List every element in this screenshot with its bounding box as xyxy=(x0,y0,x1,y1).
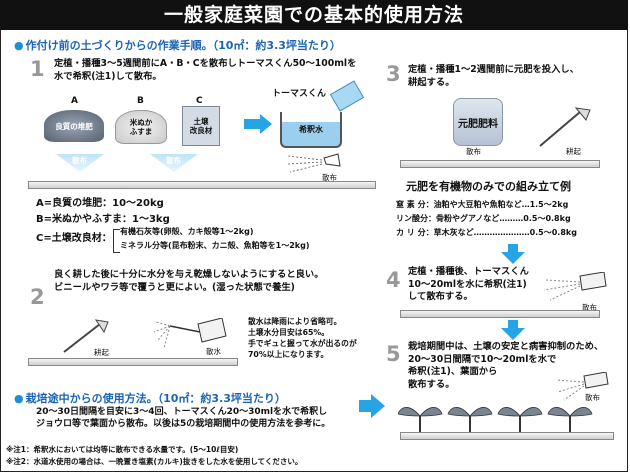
label-b: B xyxy=(137,96,144,106)
label-c: C xyxy=(196,96,203,106)
organic-p: リン酸分：骨粉やグアノなど………0.5〜0.8kg xyxy=(396,214,571,223)
soil-improver-label: 土壌 改良材 xyxy=(189,117,213,135)
scatter-label-2: 散布 xyxy=(166,156,181,165)
scatter-label-4: 散布 xyxy=(466,147,481,156)
arrow-down-1-stem xyxy=(508,244,518,252)
section-heading-preparation: ●作付け前の土づくりからの作業手順。（10㎡：約3.3坪当たり） xyxy=(14,37,341,53)
hoe-icon-2 xyxy=(539,107,591,147)
step-number-1: 1 xyxy=(30,57,45,81)
arrow-right-2-icon xyxy=(371,394,385,418)
compost-label: 良質の堆肥 xyxy=(55,121,93,131)
step-1-text: 定植・播種3〜5週間前にA・B・Cを散布しトーマスくん50〜100mlを 水で希… xyxy=(54,58,357,82)
arrow-down-1-icon xyxy=(501,252,525,264)
arrow-down-2-icon xyxy=(501,328,525,340)
tomas-label: トーマスくん xyxy=(272,89,327,99)
water-label: 散水 xyxy=(206,347,221,356)
step-4-text: 定植・播種後、トーマスくん 10〜20mlを水に希釈(注1) して散布する。 xyxy=(408,266,529,302)
bullet-icon-2: ● xyxy=(14,392,24,405)
base-fertilizer-label: 元肥肥料 xyxy=(458,118,498,130)
amount-a: A=良質の堆肥：10〜20kg xyxy=(36,198,164,209)
section-heading-2-text: 栽培途中からの使用方法。（10㎡：約3.3坪当たり） xyxy=(25,392,286,405)
scatter-label-6: 散布 xyxy=(585,393,600,402)
ricebran-label: 米ぬか ふすま xyxy=(129,118,153,136)
organic-title: 元肥を有機物のみでの組み立て例 xyxy=(406,180,571,193)
tank-label: 希釈水 xyxy=(299,124,323,134)
bullet-icon: ● xyxy=(14,39,24,52)
seedlings-row xyxy=(398,407,593,432)
scatter-label-1: 散布 xyxy=(72,156,87,165)
arrow-down-2-stem xyxy=(508,320,518,328)
plow-label-3: 耕起 xyxy=(566,147,581,156)
amount-c-detail-2: ミネラル分等(昆布粉末、カニ殻、魚粕等を1〜2kg) xyxy=(120,241,310,250)
soil-bed-3 xyxy=(400,160,600,168)
scatter-label-5: 散布 xyxy=(582,303,597,312)
arrow-right-2-stem xyxy=(359,400,371,412)
step-number-3: 3 xyxy=(386,62,401,86)
step-number-2: 2 xyxy=(30,285,45,309)
step-2-note: 散水は降雨により省略可。 土壌水分目安は65%。 手でギュと握って水が出るのが … xyxy=(248,317,357,359)
page-title: 一般家庭菜園での基本的使用方法 xyxy=(0,0,628,30)
sprayer-icon-2 xyxy=(555,372,609,401)
step-5-text: 栽培期間中は、土壌の安定と病害抑制のため、 20〜30日間隔で10〜20mlを水… xyxy=(408,341,604,390)
soil-bed-1 xyxy=(28,181,376,189)
arrow-right-icon xyxy=(260,114,272,134)
sprayer-icon xyxy=(543,272,607,301)
step-3-text: 定植・播種1〜2週間前に元肥を投入し、 耕起する。 xyxy=(408,64,579,88)
soil-bed-2 xyxy=(28,358,238,366)
plow-label-2: 耕起 xyxy=(94,348,109,357)
note-2: ※注2：水道水使用の場合は、一晩置き塩素(カルキ)抜きをした水を使用してください… xyxy=(6,457,303,466)
ricebran-pile: 米ぬか ふすま xyxy=(115,110,167,144)
hoe-icon xyxy=(63,319,109,353)
label-a: A xyxy=(71,96,78,106)
amount-b: B=米ぬかやふすま：1〜3kg xyxy=(36,214,170,225)
watering-can-icon xyxy=(153,318,227,349)
organic-n: 窒 素 分：油粕や大豆粕や魚粕など…1.5〜2kg xyxy=(396,200,569,209)
step-2-text: 良く耕した後に十分に水分を与え乾燥しないようにすると良い。 ビニールやワラ等で覆… xyxy=(54,269,324,293)
soil-bed-5 xyxy=(400,432,614,440)
base-fertilizer-bag: 元肥肥料 xyxy=(453,98,503,146)
brace xyxy=(113,229,120,253)
soil-bed-4 xyxy=(400,310,600,318)
amount-c: C=土壌改良材： xyxy=(36,233,112,244)
soil-improver-bag: 土壌 改良材 xyxy=(182,106,220,146)
section-heading-text: 作付け前の土づくりからの作業手順。（10㎡：約3.3坪当たり） xyxy=(25,39,341,52)
sprinkler-icon xyxy=(287,153,341,173)
organic-k: カ リ 分：草木灰など…………………0.5〜0.8kg xyxy=(396,228,577,237)
step-number-4: 4 xyxy=(386,268,401,292)
arrow-right-stem xyxy=(244,119,260,129)
midseason-text: 20〜30日間隔を目安に3〜4回、トーマスくん20〜30mlを水で希釈し ジョウ… xyxy=(36,407,331,429)
step-number-5: 5 xyxy=(386,342,401,366)
scatter-label-3: 散布 xyxy=(322,173,337,182)
note-1: ※注1：希釈水においては均等に散布できる水量です。(5〜10ℓ目安) xyxy=(6,445,239,454)
compost-pile: 良質の堆肥 xyxy=(44,110,104,142)
dilution-tank: 希釈水 xyxy=(280,112,342,148)
amount-c-detail-1: 有機石灰等(卵殻、カキ殻等1〜2kg) xyxy=(120,227,254,236)
section-heading-midseason: ●栽培途中からの使用方法。（10㎡：約3.3坪当たり） xyxy=(14,390,286,406)
